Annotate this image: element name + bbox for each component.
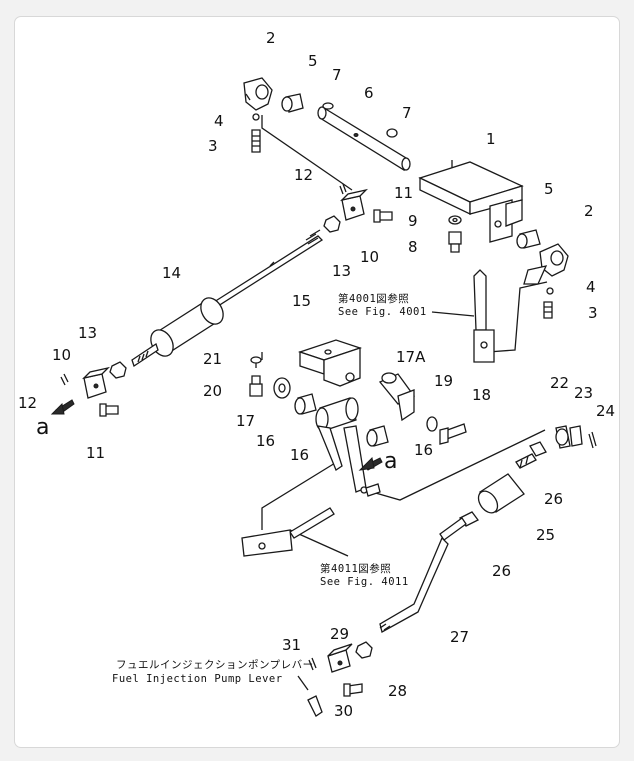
pump-lever-note-en: Fuel Injection Pump Lever	[112, 673, 283, 685]
callout-5: 5	[308, 52, 318, 70]
fig-4011-rod-end	[241, 507, 335, 557]
diagram-frame	[14, 16, 620, 748]
callout-4: 4	[214, 112, 224, 130]
callout-12: 12	[294, 166, 313, 184]
callout-27: 26	[544, 490, 563, 508]
callout-19: 18	[472, 386, 491, 404]
ref-mark-a-center: a	[384, 449, 397, 474]
callout-11: 11	[394, 184, 413, 202]
callout-32: 31	[282, 636, 301, 654]
callout-10: 10	[52, 346, 71, 364]
pump-lever-note-jp: フュエルインジェクションポンプレバー	[116, 659, 314, 671]
part-16-lever	[315, 397, 381, 497]
callout-13: 13	[78, 324, 97, 342]
part-22-21-fasteners	[249, 356, 263, 397]
callout-31: 30	[334, 702, 353, 720]
callout-8: 8	[408, 238, 418, 256]
callout-30: 29	[330, 625, 349, 643]
callout-17A: 17	[236, 412, 255, 430]
callout-12: 12	[18, 394, 37, 412]
part-7-pins	[322, 102, 398, 138]
part-17-bushings	[273, 377, 389, 447]
callout-9: 9	[408, 212, 418, 230]
ref-mark-a-left: a	[36, 415, 49, 440]
part-14-rod	[131, 229, 324, 368]
callout-6: 6	[364, 84, 374, 102]
callout-22: 21	[203, 350, 222, 368]
callout-5: 5	[544, 180, 554, 198]
callout-24: 23	[574, 384, 593, 402]
part-18-shaft	[378, 372, 415, 422]
part-10-yoke-left	[50, 366, 119, 417]
part-29-32-lower-yoke	[307, 641, 373, 717]
callout-21: 20	[203, 382, 222, 400]
part-9-8-fasteners	[448, 215, 462, 253]
part-2-clamp-right	[523, 243, 569, 319]
callout-25: 24	[596, 402, 615, 420]
part-1-bracket	[418, 161, 524, 243]
figure-notes: 第4001図参照 See Fig. 4001 第4011図参照 See Fig.…	[112, 292, 427, 691]
callout-29: 28	[388, 682, 407, 700]
callout-10: 10	[360, 248, 379, 266]
callout-18: 17A	[396, 348, 426, 366]
fig-4001-note-jp: 第4001図参照	[338, 292, 409, 305]
fig-4001-note-en: See Fig. 4001	[338, 306, 427, 318]
fig-4011-note-jp: 第4011図参照	[320, 562, 391, 575]
callout-26: 25	[536, 526, 555, 544]
callout-13: 13	[332, 262, 351, 280]
fig-4011-note-en: See Fig. 4011	[320, 576, 409, 588]
callout-20: 19	[434, 372, 453, 390]
part-2-clamp-top	[243, 77, 273, 153]
part-6-shaft	[317, 106, 411, 172]
callout-4: 4	[586, 278, 596, 296]
callout-11: 11	[86, 444, 105, 462]
part-13-nuts	[109, 215, 341, 379]
reference-marks: a a	[36, 415, 397, 474]
callout-28: 27	[450, 628, 469, 646]
callout-2: 2	[584, 202, 594, 220]
callout-3: 3	[208, 137, 218, 155]
callout-17: 16	[414, 441, 433, 459]
part-5-bushings	[281, 93, 541, 249]
callout-labels: 2 5 7 6 7 4 3 1 12 11 5 9 2 8 10 14 13 4…	[18, 29, 615, 720]
callout-3: 3	[588, 304, 598, 322]
callout-7: 7	[402, 104, 412, 122]
part-26-27-turnbuckle	[439, 441, 547, 541]
part-28-bent-rod	[379, 536, 449, 633]
fig-4001-rod-end	[473, 269, 495, 363]
callout-7: 7	[332, 66, 342, 84]
callout-15: 15	[292, 292, 311, 310]
callout-1: 1	[486, 130, 496, 148]
callout-27: 26	[492, 562, 511, 580]
callout-16: 16	[290, 446, 309, 464]
callout-17: 16	[256, 432, 275, 450]
part-23-24-25-rod-end	[555, 425, 597, 449]
part-20-19-fasteners	[426, 416, 467, 445]
callout-23: 22	[550, 374, 569, 392]
callout-14: 14	[162, 264, 181, 282]
part-10-yoke-upper	[339, 183, 393, 223]
callout-2: 2	[266, 29, 276, 47]
part-15-bracket	[297, 339, 363, 387]
